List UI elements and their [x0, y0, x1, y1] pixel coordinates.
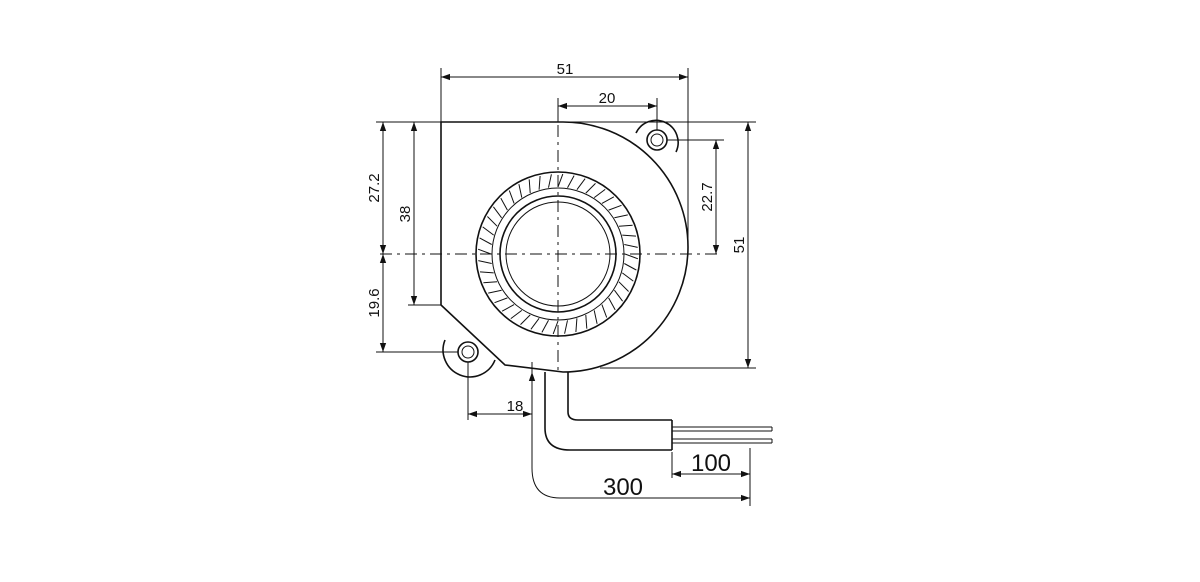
- dim-hole-to-center: 22.7: [699, 182, 716, 211]
- impeller-blade: [541, 320, 549, 333]
- impeller-blade: [624, 263, 637, 271]
- dim-overall-width: 51: [557, 61, 574, 78]
- impeller-blade: [482, 226, 494, 236]
- impeller-blade: [608, 204, 622, 211]
- dimension-labels: 51 20 51 22.7 27.2 38 19.6 18 300 100: [366, 61, 748, 501]
- impeller-blade: [593, 310, 598, 324]
- dim-top-to-center: 27.2: [366, 173, 383, 202]
- cable: [544, 372, 773, 451]
- impeller-blade: [478, 260, 492, 264]
- dimension-lines: [379, 73, 752, 502]
- impeller-blade: [479, 237, 492, 245]
- impeller-blade: [518, 184, 523, 198]
- impeller-blade: [510, 309, 523, 320]
- impeller-blade: [487, 216, 498, 227]
- dim-strip-length: 100: [691, 450, 731, 477]
- dim-center-to-hole: 19.6: [366, 288, 383, 317]
- impeller-blade: [601, 304, 608, 318]
- impeller-blade: [614, 214, 628, 219]
- impeller-blade: [494, 297, 508, 304]
- center-lines: [380, 100, 720, 370]
- impeller-blade: [593, 188, 606, 199]
- impeller-blade: [501, 304, 515, 312]
- impeller-blade: [622, 272, 634, 282]
- impeller-blade: [520, 314, 531, 325]
- impeller-blade: [608, 297, 616, 311]
- dim-lead-length: 300: [603, 474, 643, 501]
- impeller-blade: [552, 320, 559, 335]
- impeller-blade: [585, 183, 596, 194]
- impeller-blade: [530, 318, 540, 330]
- impeller-blade: [500, 197, 508, 211]
- impeller-blade: [575, 318, 578, 333]
- impeller-blade: [624, 244, 638, 248]
- impeller-blade: [538, 175, 541, 190]
- impeller-blade: [548, 174, 552, 188]
- impeller-blade: [618, 224, 633, 227]
- impeller-blade: [564, 320, 568, 334]
- impeller-blade: [624, 253, 639, 260]
- impeller-blade: [567, 175, 575, 188]
- impeller-blade: [483, 281, 498, 284]
- impeller-blade: [479, 271, 494, 274]
- extension-lines: [376, 68, 756, 506]
- impeller-blade: [601, 196, 615, 204]
- impeller-blade: [576, 178, 586, 190]
- impeller-blade: [622, 234, 637, 237]
- impeller-blade: [613, 289, 624, 302]
- impeller-blade: [557, 173, 564, 188]
- dim-overall-height: 51: [731, 237, 748, 254]
- impeller-blades: [477, 173, 639, 335]
- dim-hole-to-hub: 18: [507, 398, 524, 415]
- dim-hub-to-hole: 20: [599, 90, 616, 107]
- impeller-blade: [528, 179, 531, 194]
- impeller-blade: [585, 314, 588, 329]
- impeller-blade: [488, 289, 502, 294]
- dim-outlet-height: 38: [397, 206, 414, 223]
- impeller-blade: [618, 281, 629, 292]
- impeller-blade: [492, 206, 503, 219]
- impeller-blade: [477, 248, 492, 255]
- fan-housing: [440, 119, 689, 378]
- impeller-blade: [508, 190, 515, 204]
